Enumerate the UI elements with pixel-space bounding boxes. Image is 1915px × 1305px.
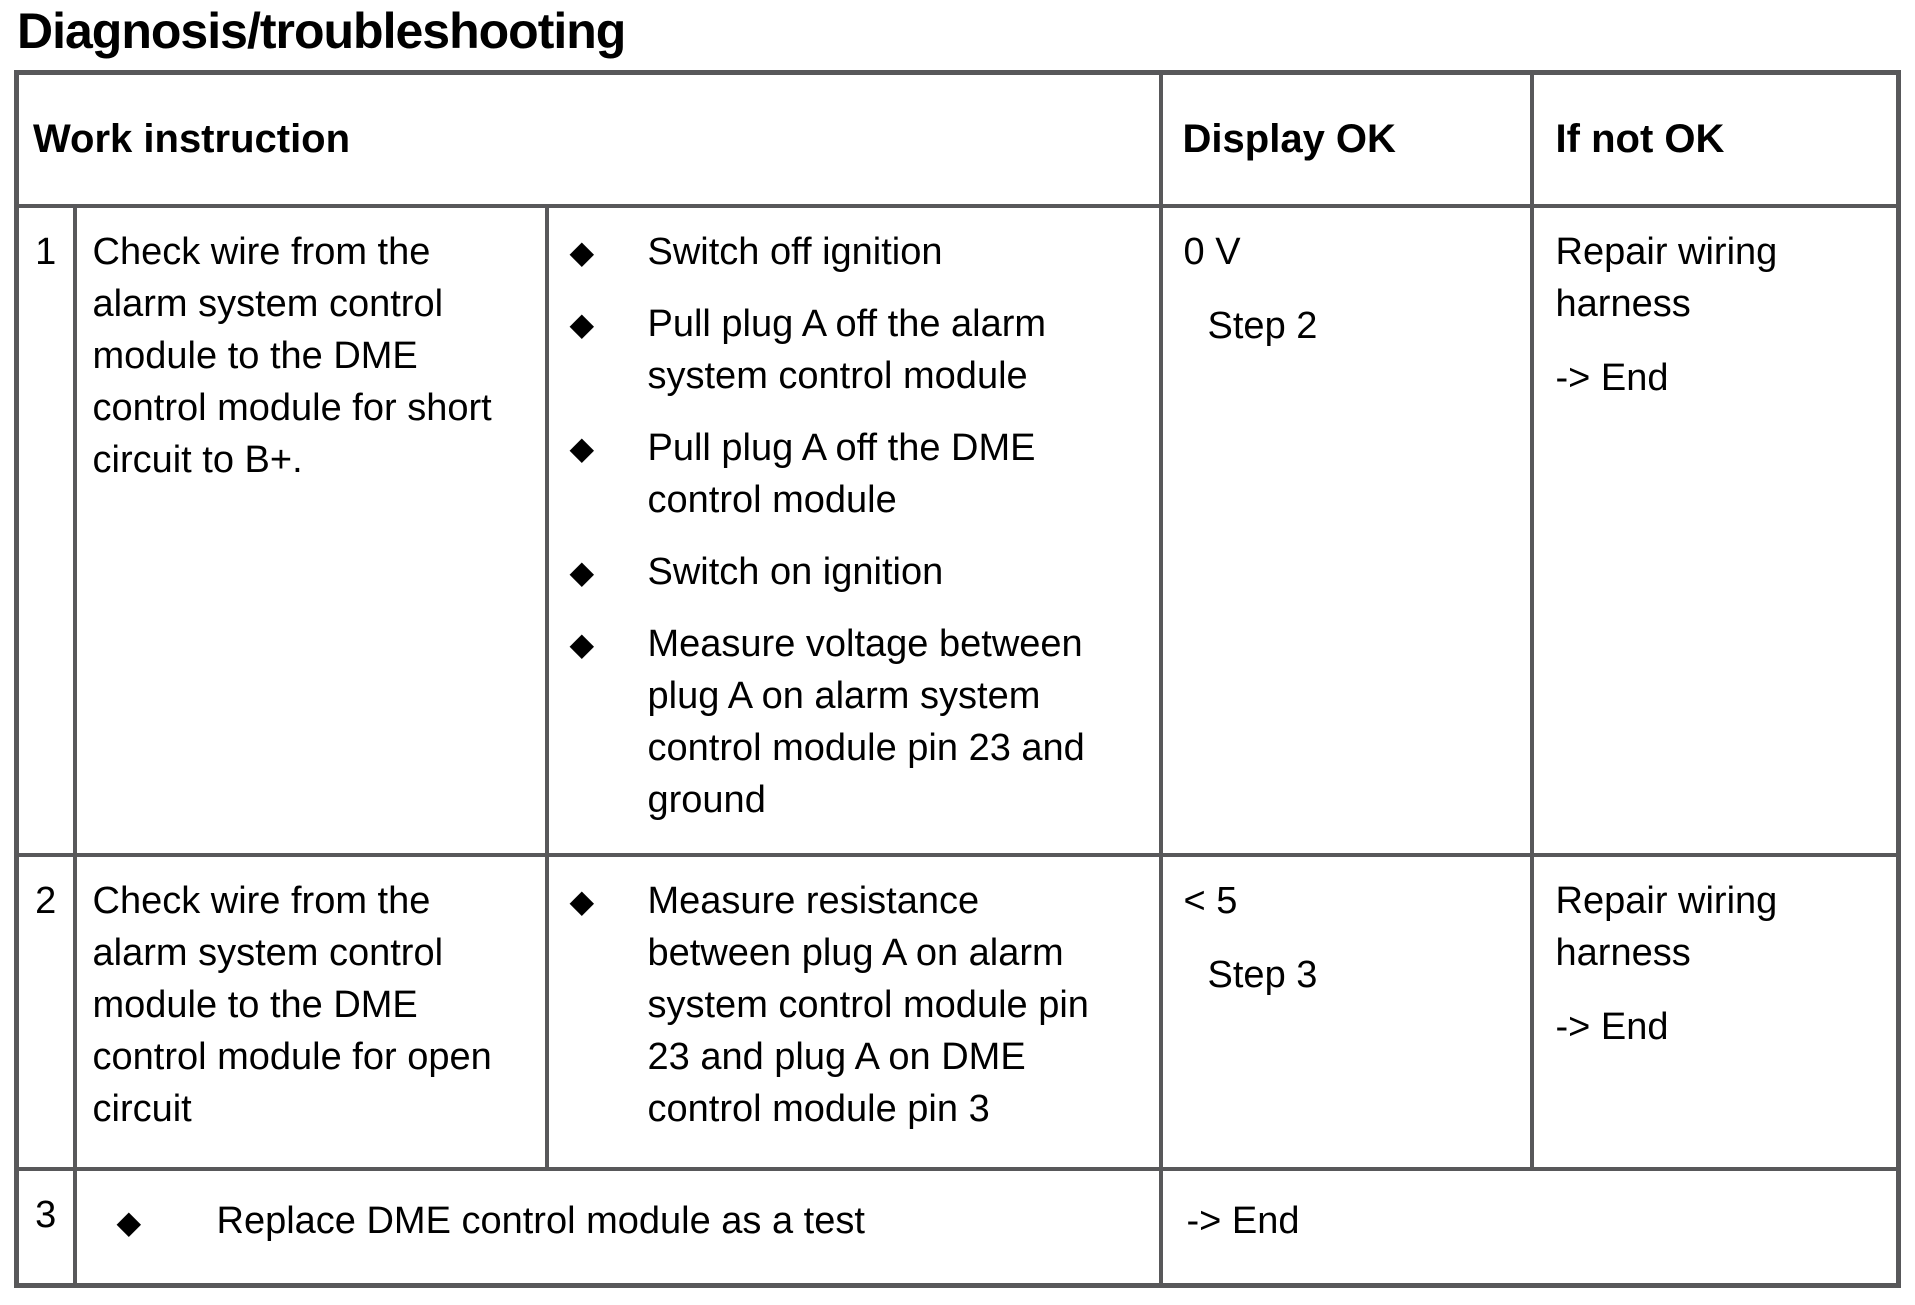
bullet-diamond-icon: ◆ xyxy=(569,305,595,342)
step-item: ◆ Switch on ignition xyxy=(549,546,1131,598)
table-header-row: Work instruction Display OK If not OK xyxy=(14,70,1901,208)
table-row-2: 2 Check wire from the alarm system contr… xyxy=(14,852,1901,1171)
step-text: Measure voltage between plug A on alarm … xyxy=(647,622,1085,821)
display-ok-cell: 0 V Step 2 xyxy=(1158,203,1534,857)
if-not-ok-action: Repair wiring harness xyxy=(1555,879,1778,974)
row-number: 3 xyxy=(14,1166,77,1288)
if-not-ok-cell: Repair wiring harness -> End xyxy=(1529,203,1901,857)
step-list-cell: ◆ Measure resistance between plug A on a… xyxy=(544,852,1163,1171)
display-ok-value: 0 V xyxy=(1183,230,1241,273)
work-description: Check wire from the alarm system control… xyxy=(72,203,549,857)
step-item: ◆ Measure resistance between plug A on a… xyxy=(549,875,1131,1135)
header-work-instruction: Work instruction xyxy=(14,70,1163,208)
if-not-ok-result: -> End xyxy=(1555,356,1669,399)
display-ok-cell: < 5 Step 3 xyxy=(1158,852,1534,1171)
if-not-ok-action: Repair wiring harness xyxy=(1555,230,1778,325)
step-text: Measure resistance between plug A on ala… xyxy=(647,879,1089,1130)
table-row-1: 1 Check wire from the alarm system contr… xyxy=(14,203,1901,857)
display-ok-next-step: Step 3 xyxy=(1207,953,1318,996)
row-number: 1 xyxy=(14,203,77,857)
step-text: Switch off ignition xyxy=(647,230,943,273)
step-text: Replace DME control module as a test xyxy=(216,1199,865,1242)
bullet-diamond-icon: ◆ xyxy=(569,553,595,590)
step-text: Pull plug A off the DME control module xyxy=(647,426,1036,521)
work-description: Check wire from the alarm system control… xyxy=(72,852,549,1171)
bullet-diamond-icon: ◆ xyxy=(569,429,595,466)
bullet-diamond-icon: ◆ xyxy=(569,882,595,919)
bullet-diamond-icon: ◆ xyxy=(569,625,595,662)
merged-instruction-cell: ◆ Replace DME control module as a test xyxy=(72,1166,1163,1288)
display-ok-value: < 5 xyxy=(1183,879,1238,922)
step-text: Switch on ignition xyxy=(647,550,944,593)
step-item: ◆ Switch off ignition xyxy=(549,226,1131,278)
step-item: ◆ Measure voltage between plug A on alar… xyxy=(549,618,1131,826)
row-number: 2 xyxy=(14,852,77,1171)
if-not-ok-cell: Repair wiring harness -> End xyxy=(1529,852,1901,1171)
step-text: Pull plug A off the alarm system control… xyxy=(647,302,1047,397)
step-list: ◆ Measure resistance between plug A on a… xyxy=(549,875,1131,1135)
header-if-not-ok: If not OK xyxy=(1529,70,1901,208)
step-item: ◆ Pull plug A off the DME control module xyxy=(549,422,1131,526)
page-title: Diagnosis/troubleshooting xyxy=(17,3,626,59)
table-row-3: 3 ◆Replace DME control module as a test … xyxy=(14,1166,1901,1288)
display-ok-next-step: Step 2 xyxy=(1207,304,1318,347)
bullet-diamond-icon: ◆ xyxy=(116,1203,142,1240)
diagnosis-table: Work instruction Display OK If not OK 1 … xyxy=(14,70,1902,1288)
step-list-cell: ◆ Switch off ignition ◆ Pull plug A off … xyxy=(544,203,1163,857)
header-display-ok: Display OK xyxy=(1158,70,1534,208)
merged-result-cell: -> End xyxy=(1158,1166,1901,1288)
if-not-ok-result: -> End xyxy=(1555,1005,1669,1048)
bullet-diamond-icon: ◆ xyxy=(569,233,595,270)
step-item: ◆ Pull plug A off the alarm system contr… xyxy=(549,298,1131,402)
step-list: ◆ Switch off ignition ◆ Pull plug A off … xyxy=(549,226,1131,826)
